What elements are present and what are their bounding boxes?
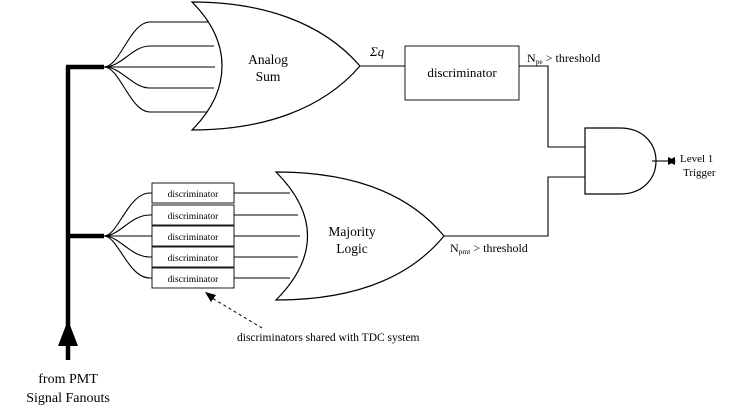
npmt-wire <box>444 176 585 237</box>
discriminator-stack: discriminator discriminator discriminato… <box>151 182 235 289</box>
analog-fanout-wires <box>103 21 215 113</box>
level1-and-gate <box>584 127 657 195</box>
npmt-rest: > threshold <box>470 241 527 255</box>
npe-threshold-label: Npe > threshold <box>527 51 600 66</box>
main-discriminator: discriminator <box>404 45 520 101</box>
small-discriminator-label-2: discriminator <box>168 233 219 243</box>
level1-label-line2: Trigger <box>683 167 716 179</box>
small-discriminator-label-1: discriminator <box>168 212 219 222</box>
npe-rest: > threshold <box>543 51 600 65</box>
discriminator-output-wires <box>234 192 300 279</box>
majority-fanout-wires <box>103 192 152 279</box>
npmt-base: N <box>450 241 459 255</box>
majority-label-line2: Logic <box>336 241 368 256</box>
analog-sum-label-line1: Analog <box>248 52 288 67</box>
npe-base: N <box>527 51 536 65</box>
level1-arrow <box>668 157 676 165</box>
npe-sub: pe <box>536 57 544 66</box>
npmt-threshold-label: Npmt > threshold <box>450 241 528 256</box>
shared-note-label: discriminators shared with TDC system <box>237 332 420 344</box>
level1-label-line1: Level 1 <box>680 153 713 165</box>
source-label-line2: Signal Fanouts <box>26 391 110 406</box>
shared-note-pointer <box>211 297 263 329</box>
small-discriminator-label-3: discriminator <box>168 254 219 264</box>
main-discriminator-label: discriminator <box>427 65 497 80</box>
npmt-sub: pmt <box>459 247 472 256</box>
input-arrow <box>58 320 78 346</box>
small-discriminator-label-0: discriminator <box>168 190 219 200</box>
npe-wire <box>519 65 585 148</box>
analog-sum-label-line2: Sum <box>256 69 281 84</box>
small-discriminator-label-4: discriminator <box>168 275 219 285</box>
majority-label-line1: Majority <box>328 224 375 239</box>
majority-logic-gate: Majority Logic <box>274 171 445 301</box>
analog-sum-gate: Analog Sum <box>190 1 361 131</box>
sum-q-label: Σq <box>369 44 385 59</box>
input-bus <box>65 64 104 360</box>
source-label-line1: from PMT <box>38 372 98 387</box>
shared-note-arrowhead <box>205 292 216 302</box>
